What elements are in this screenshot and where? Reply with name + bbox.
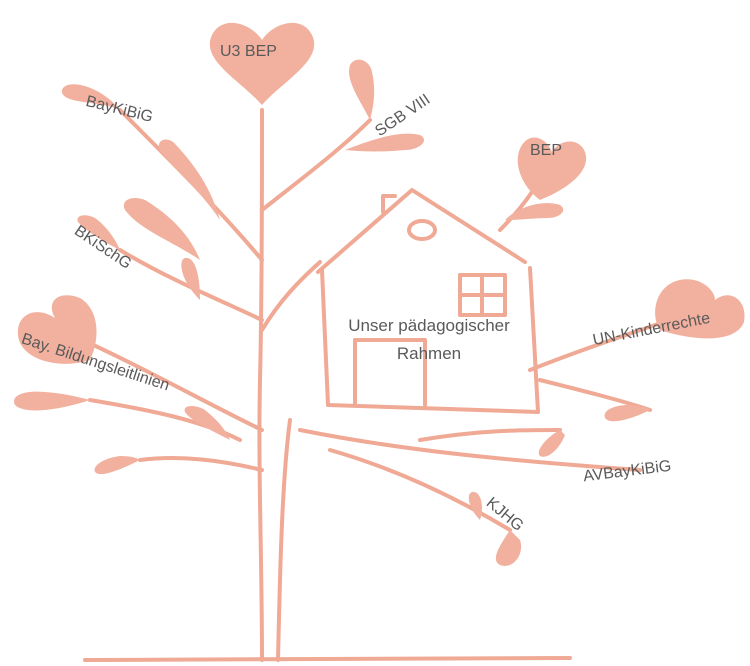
- center-title-line2: Rahmen: [396, 344, 462, 363]
- leaf-right-top: [505, 203, 564, 220]
- branch-av-up: [418, 428, 562, 442]
- heart-u3-bep: [209, 22, 315, 106]
- heart-bep: [517, 137, 587, 200]
- center-title: Unser pädagogischer Rahmen: [318, 312, 540, 368]
- heart-bildungs: [17, 295, 97, 364]
- leaf-left-3: [181, 257, 200, 300]
- leaf-un-low: [604, 405, 650, 422]
- leaf-sgb: [349, 59, 375, 120]
- leaf-av-up: [538, 430, 565, 457]
- branch-av: [298, 428, 642, 472]
- label-u3-bep: U3 BEP: [220, 43, 277, 60]
- leaf-baykibig: [61, 84, 120, 110]
- leaf-left-4: [77, 215, 120, 250]
- house-chimney: [381, 194, 397, 214]
- trunk-inner: [276, 418, 292, 662]
- house-roof: [316, 188, 527, 274]
- house-window: [458, 273, 507, 317]
- branch-baykibig: [118, 108, 264, 262]
- trunk: [257, 108, 264, 662]
- house-body: [320, 266, 540, 414]
- house-door: [353, 338, 427, 407]
- leaf-kjhg: [495, 530, 522, 566]
- ground-line: [83, 656, 572, 662]
- leaf-left-7: [184, 406, 230, 440]
- leaf-left-6: [94, 456, 140, 475]
- leaf-kjhg-2: [468, 491, 483, 520]
- house-round-window: [407, 219, 437, 241]
- label-bep: BEP: [530, 142, 563, 159]
- leaf-left-2: [123, 198, 200, 260]
- center-title-line1: Unser pädagogischer: [348, 316, 510, 335]
- heart-un: [655, 279, 745, 339]
- leaf-left-1: [158, 139, 220, 220]
- branch-left-lower: [138, 456, 264, 472]
- branch-kjhg: [328, 448, 512, 532]
- leaf-left-5: [14, 391, 90, 411]
- branch-house: [260, 260, 322, 332]
- leaf-sgb-2: [345, 133, 425, 152]
- branch-sgb: [260, 118, 372, 212]
